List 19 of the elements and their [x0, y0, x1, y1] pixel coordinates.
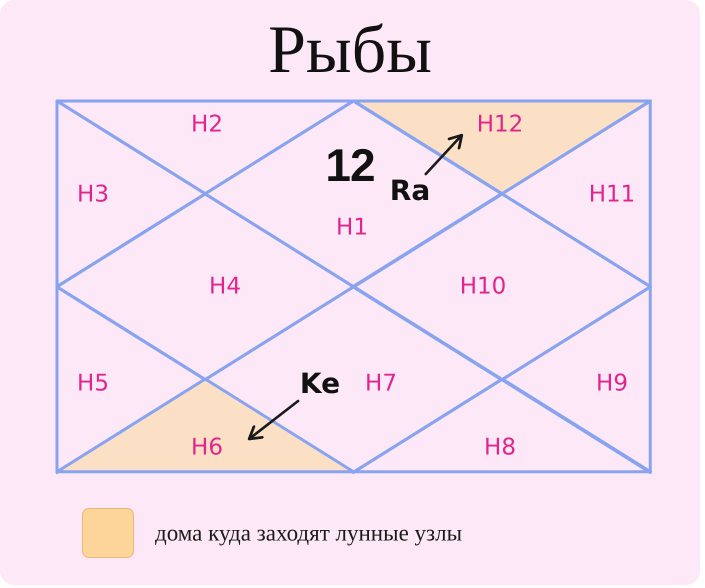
arrow: [424, 134, 464, 176]
house-label: H9: [596, 372, 628, 396]
house-label: H7: [365, 372, 397, 396]
sign-number: 12: [325, 142, 375, 188]
title: Рыбы: [268, 15, 432, 83]
arrow: [248, 400, 300, 440]
house-label: H3: [77, 184, 109, 206]
house-label: H5: [77, 372, 109, 396]
planet-label: Ke: [300, 370, 340, 398]
house-label: H12: [476, 114, 524, 136]
house-label: H2: [191, 114, 223, 136]
planet-label: Ra: [390, 177, 430, 205]
house-label: H10: [460, 276, 506, 298]
house-label: H4: [209, 276, 241, 298]
house-label: H11: [588, 184, 636, 206]
house-label: H6: [191, 436, 223, 460]
legend-label: дома куда заходят лунные узлы: [155, 522, 462, 544]
house-label: H8: [484, 436, 516, 460]
house-label: H1: [336, 216, 368, 240]
